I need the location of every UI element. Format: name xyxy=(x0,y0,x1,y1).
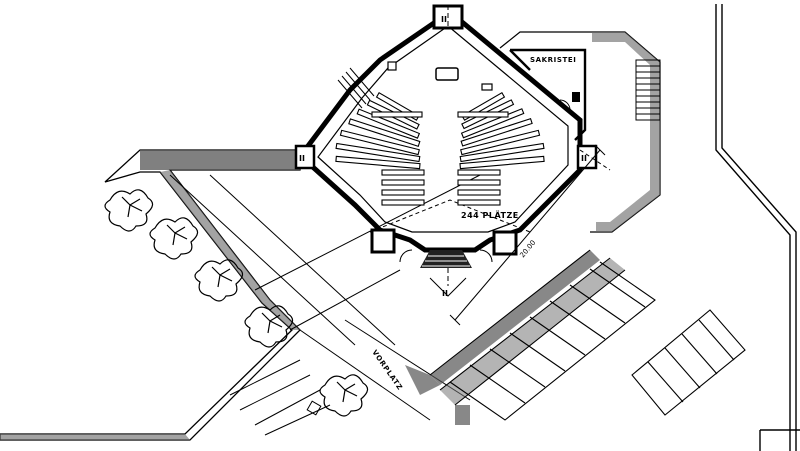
section-mark-left: II xyxy=(299,154,305,163)
section-mark-right: II xyxy=(581,154,587,163)
retaining-wall-left xyxy=(0,149,301,441)
pews-left xyxy=(335,92,425,206)
parking-bays xyxy=(449,261,746,421)
sakristei-label: SAKRISTEI xyxy=(530,56,576,64)
forecourt-wall xyxy=(405,249,626,425)
section-line xyxy=(429,4,467,297)
tree-4 xyxy=(244,305,294,348)
section-mark-bottom: II xyxy=(442,289,448,298)
site-boundary xyxy=(715,4,800,451)
path-lines xyxy=(169,174,481,436)
tree-5 xyxy=(319,374,369,417)
pews-right xyxy=(457,92,545,206)
section-mark-top: II xyxy=(441,15,447,24)
trees xyxy=(104,189,369,417)
tree-1 xyxy=(104,189,154,232)
dimension-line xyxy=(449,144,606,326)
tree-3 xyxy=(194,259,244,302)
tree-2 xyxy=(149,217,199,260)
seats-label: 244 PLÄTZE xyxy=(461,210,519,220)
